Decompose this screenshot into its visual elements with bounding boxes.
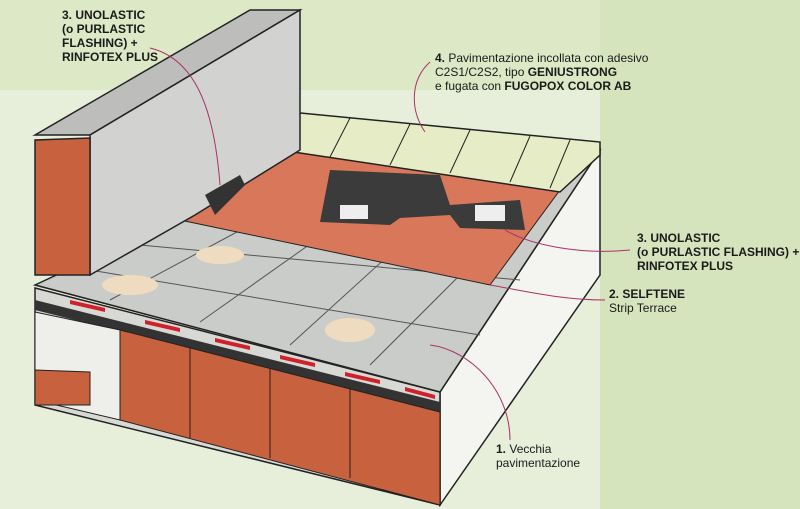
label-line: Strip Terrace (609, 301, 677, 315)
tile-joints (329, 117, 571, 189)
label-line: (o PURLASTIC FLASHING) + (637, 245, 800, 259)
label-selftene: 2. SELFTENE Strip Terrace (609, 287, 685, 315)
brick-wall-section (34, 137, 91, 276)
old-floor-patch (102, 275, 158, 295)
label-text: Vecchia (506, 442, 552, 456)
product-name: GENIUSTRONG (527, 65, 618, 79)
label-text: e fugata con (435, 79, 505, 93)
label-line: 3. UNOLASTIC (62, 8, 146, 22)
background-panel-right (600, 0, 800, 509)
label-line: (o PURLASTIC (62, 22, 146, 36)
label-number: 1. (496, 442, 507, 456)
label-line: RINFOTEX PLUS (62, 50, 159, 64)
rinfotex-patch (320, 170, 525, 230)
product-name: FUGOPOX COLOR AB (504, 79, 632, 93)
label-line: FLASHING) + (62, 36, 138, 50)
label-line: 3. UNOLASTIC (637, 231, 721, 245)
label-line: RINFOTEX PLUS (637, 259, 734, 273)
label-vecchia-pavimentazione: 1. Vecchia pavimentazione (496, 442, 580, 470)
label-line: pavimentazione (496, 456, 581, 470)
label-unolastic-right: 3. UNOLASTIC (o PURLASTIC FLASHING) + RI… (637, 231, 799, 273)
leader-lines (149, 47, 631, 441)
label-unolastic-top: 3. UNOLASTIC (o PURLASTIC FLASHING) + RI… (62, 8, 158, 64)
corner-flashing (205, 175, 245, 215)
label-text: C2S1/C2S2, tipo (435, 65, 528, 79)
membrane-layer-edge (35, 300, 440, 412)
label-pavimentazione-nuova: 4. Pavimentazione incollata con adesivo … (435, 51, 648, 93)
label-line: 2. SELFTENE (609, 287, 686, 301)
label-number: 4. (435, 51, 446, 65)
drain-tile (340, 205, 368, 219)
label-text: Pavimentazione incollata con adesivo (445, 51, 649, 65)
selftene-strips (70, 300, 435, 399)
